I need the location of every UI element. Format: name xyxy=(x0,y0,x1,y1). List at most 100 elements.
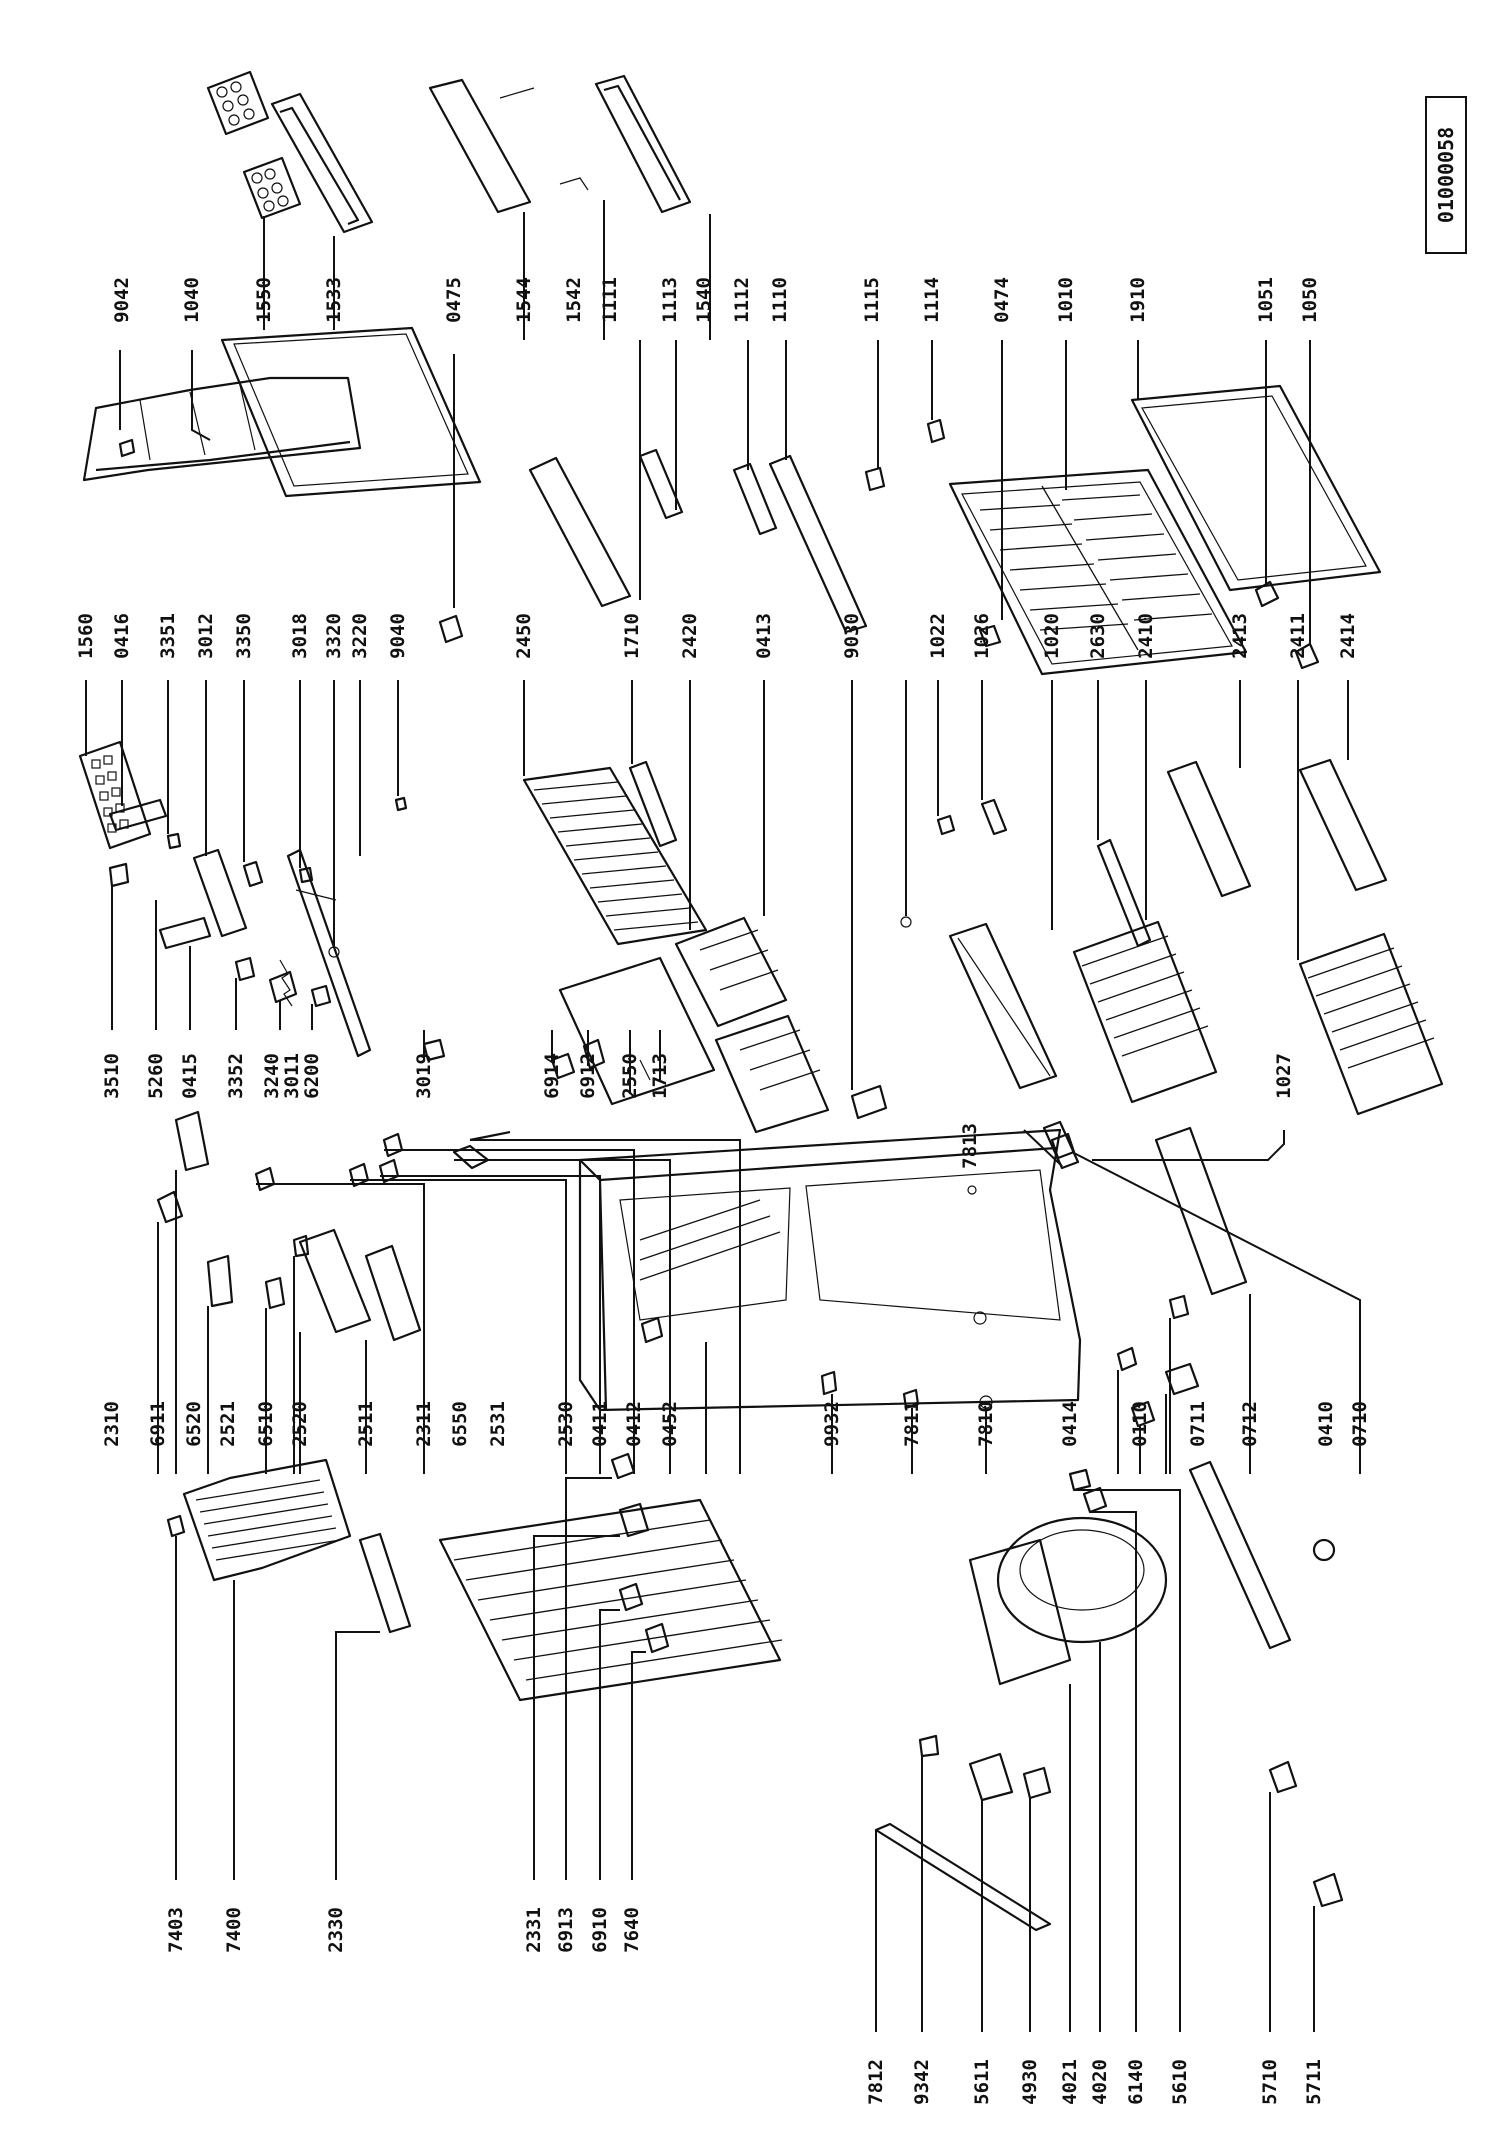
trim-strip-1111 xyxy=(528,456,632,608)
clip-9030 xyxy=(900,916,912,928)
thermostat-3011 xyxy=(268,970,298,1004)
cabinet-body xyxy=(578,1128,1082,1412)
panel-5260 xyxy=(192,848,248,938)
label-2550: 2550 xyxy=(619,1053,641,1099)
compressor-4020 xyxy=(996,1516,1168,1644)
strip-7812 xyxy=(874,1822,1052,1932)
part-9932 xyxy=(820,1370,838,1396)
label-7811: 7811 xyxy=(901,1401,923,1447)
part-7403 xyxy=(166,1514,186,1538)
compartment-marker-7813 xyxy=(967,1185,977,1195)
label-5711: 5711 xyxy=(1303,2059,1325,2105)
knob-3352 xyxy=(234,956,256,982)
label-0410: 0410 xyxy=(1315,1401,1337,1447)
freezer-lid-1040 xyxy=(82,376,362,482)
label-1111: 1111 xyxy=(599,277,621,323)
part-7811 xyxy=(902,1388,920,1410)
label-3018: 3018 xyxy=(289,613,311,659)
label-2521: 2521 xyxy=(217,1401,239,1447)
label-2630: 2630 xyxy=(1087,613,1109,659)
clip-1022 xyxy=(936,814,956,836)
label-6913: 6913 xyxy=(555,1907,577,1953)
label-3012: 3012 xyxy=(195,613,217,659)
label-1710: 1710 xyxy=(621,613,643,659)
part-6914 xyxy=(550,1052,576,1080)
label-2311: 2311 xyxy=(413,1401,435,1447)
part-4930 xyxy=(1022,1766,1052,1800)
label-1115: 1115 xyxy=(861,277,883,323)
label-1910: 1910 xyxy=(1127,277,1149,323)
bracket-0413 xyxy=(850,1084,888,1120)
label-1026: 1026 xyxy=(971,613,993,659)
label-2413: 2413 xyxy=(1229,613,1251,659)
wire-shelf-2450 xyxy=(522,766,708,946)
spring-3240 xyxy=(279,959,293,1007)
part-6911 xyxy=(156,1190,184,1224)
part-3019 xyxy=(422,1038,446,1062)
label-7813: 7813 xyxy=(959,1123,981,1169)
glass-shelf-1910 xyxy=(1130,384,1382,592)
label-1022: 1022 xyxy=(927,613,949,659)
label-3510: 3510 xyxy=(101,1053,123,1099)
part-6520 xyxy=(292,1234,310,1258)
trim-strip-1113 xyxy=(638,448,684,520)
label-2310: 2310 xyxy=(101,1401,123,1447)
part-0110 xyxy=(1130,1400,1156,1428)
door-shelf-1540 xyxy=(594,74,692,214)
label-0712: 0712 xyxy=(1239,1401,1261,1447)
part-2520 xyxy=(298,1228,372,1334)
label-1544: 1544 xyxy=(513,277,535,323)
label-4021: 4021 xyxy=(1059,2059,1081,2105)
label-1040: 1040 xyxy=(181,277,203,323)
label-9342: 9342 xyxy=(911,2059,933,2105)
label-7812: 7812 xyxy=(865,2059,887,2105)
part-6913 xyxy=(610,1452,636,1480)
hinge-1050 xyxy=(1294,642,1320,670)
label-6200: 6200 xyxy=(301,1053,323,1099)
label-2420: 2420 xyxy=(679,613,701,659)
label-1540: 1540 xyxy=(693,277,715,323)
label-3240: 3240 xyxy=(261,1053,283,1099)
part-9342 xyxy=(918,1734,940,1758)
part-6510 xyxy=(264,1276,286,1310)
label-1560: 1560 xyxy=(75,613,97,659)
trim-strip-1112 xyxy=(732,462,778,536)
label-7640: 7640 xyxy=(621,1907,643,1953)
part-0711 xyxy=(1164,1362,1200,1396)
label-1020: 1020 xyxy=(1041,613,1063,659)
part-2511 xyxy=(364,1244,422,1342)
label-2520: 2520 xyxy=(289,1401,311,1447)
part-0452 xyxy=(469,1130,511,1142)
part-7640 xyxy=(644,1622,670,1654)
clip-1114 xyxy=(926,418,946,444)
label-3011: 3011 xyxy=(281,1053,303,1099)
label-3019: 3019 xyxy=(413,1053,435,1099)
part-2530 xyxy=(382,1132,404,1158)
hinge-0475 xyxy=(438,614,464,644)
label-1550: 1550 xyxy=(253,277,275,323)
label-0415: 0415 xyxy=(179,1053,201,1099)
label-1112: 1112 xyxy=(731,277,753,323)
door-shelves-7400 xyxy=(182,1458,352,1582)
hinge-1051 xyxy=(1254,580,1280,608)
part-6200 xyxy=(310,984,332,1008)
wire-shelves-center xyxy=(438,1498,783,1702)
label-2411: 2411 xyxy=(1287,613,1309,659)
trim-strip-1110 xyxy=(768,454,868,634)
part-3510 xyxy=(108,862,130,888)
door-shelf-1533 xyxy=(270,92,374,234)
label-0411: 0411 xyxy=(589,1401,611,1447)
label-2530: 2530 xyxy=(555,1401,577,1447)
label-6520: 6520 xyxy=(183,1401,205,1447)
bracket-4021 xyxy=(968,1538,1072,1686)
label-7400: 7400 xyxy=(223,1907,245,1953)
strip-2630 xyxy=(1096,838,1152,948)
part-labels: 9042 1040 1550 1533 0475 1544 1542 1111 … xyxy=(75,277,1371,2105)
tray-1020 xyxy=(948,922,1058,1090)
part-1713 xyxy=(639,1059,651,1081)
label-0474: 0474 xyxy=(991,277,1013,323)
label-1050: 1050 xyxy=(1299,277,1321,323)
glass-shelf-1040 xyxy=(220,326,482,498)
hinge-0474 xyxy=(978,624,1002,648)
